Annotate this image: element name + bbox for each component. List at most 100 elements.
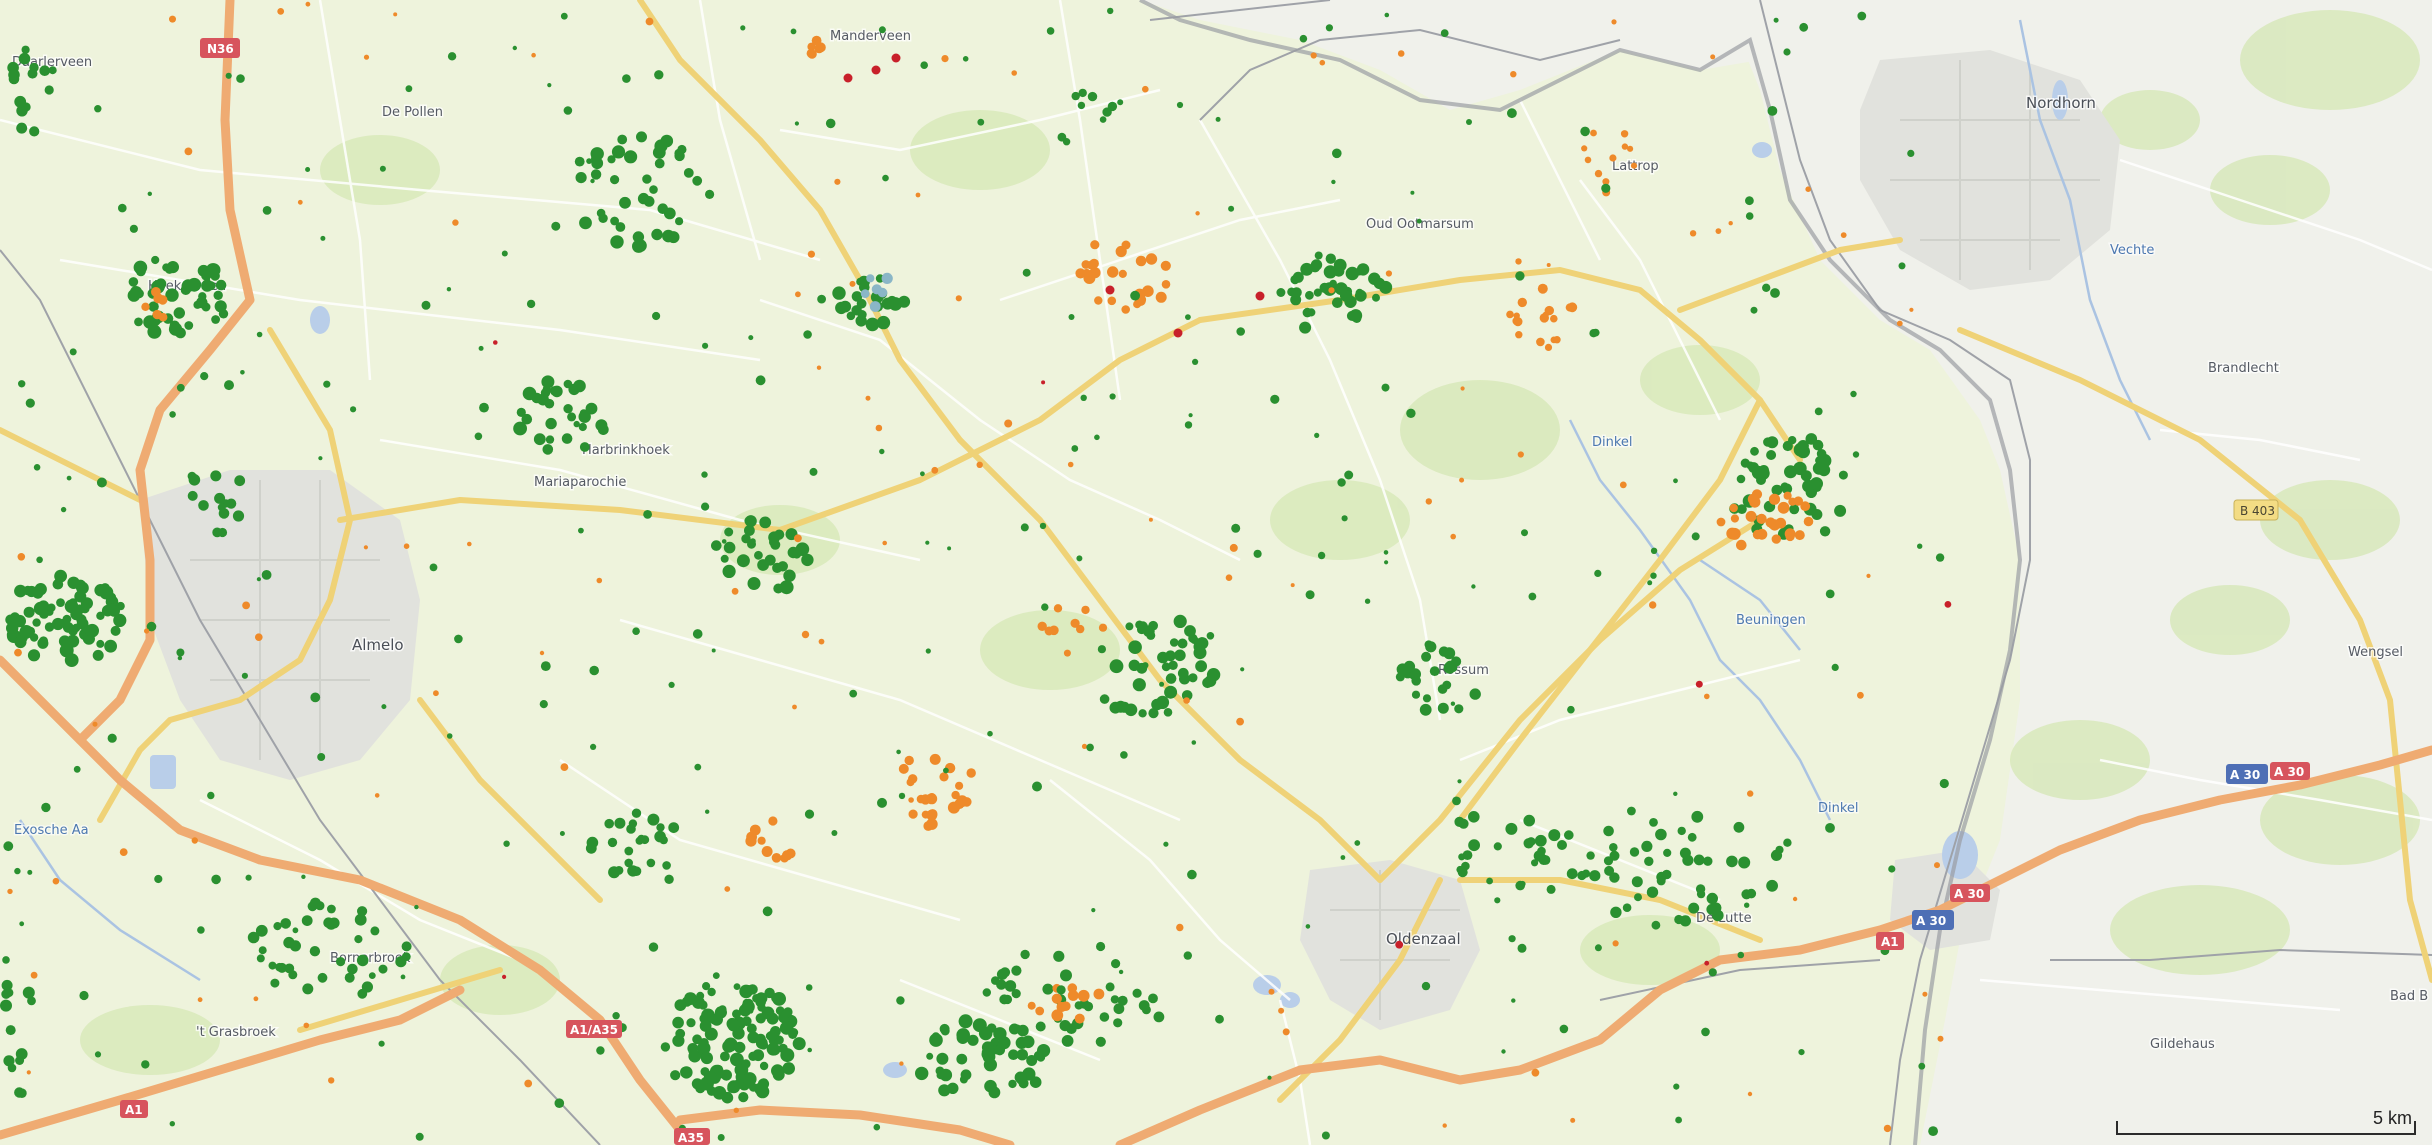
green-marker[interactable] (19, 921, 25, 927)
green-marker[interactable] (513, 421, 527, 436)
green-marker[interactable] (585, 842, 597, 854)
green-marker[interactable] (207, 791, 215, 800)
green-marker[interactable] (1567, 705, 1575, 714)
green-marker[interactable] (1928, 1126, 1938, 1136)
green-marker[interactable] (270, 978, 280, 988)
green-marker[interactable] (1661, 869, 1672, 880)
green-marker[interactable] (1468, 811, 1480, 823)
green-marker[interactable] (915, 1066, 929, 1081)
green-marker[interactable] (27, 869, 33, 875)
orange-marker[interactable] (1328, 287, 1335, 294)
green-marker[interactable] (925, 648, 931, 654)
green-marker[interactable] (1674, 914, 1684, 925)
green-marker[interactable] (1811, 509, 1823, 520)
green-marker[interactable] (962, 56, 969, 62)
green-marker[interactable] (1113, 1018, 1123, 1028)
green-marker[interactable] (590, 169, 602, 180)
green-marker[interactable] (741, 1016, 752, 1027)
orange-marker[interactable] (1397, 50, 1405, 57)
green-marker[interactable] (772, 992, 786, 1006)
green-marker[interactable] (1457, 779, 1462, 784)
green-marker[interactable] (1292, 271, 1304, 283)
green-marker[interactable] (1677, 826, 1686, 836)
orange-marker[interactable] (184, 147, 193, 156)
green-marker[interactable] (67, 576, 80, 589)
green-marker[interactable] (1918, 1062, 1926, 1070)
green-marker[interactable] (169, 1121, 175, 1127)
green-marker[interactable] (1364, 598, 1371, 604)
green-marker[interactable] (575, 172, 587, 184)
blue-marker[interactable] (866, 274, 875, 283)
orange-marker[interactable] (1715, 228, 1722, 235)
orange-marker[interactable] (792, 704, 797, 710)
red-marker[interactable] (502, 974, 507, 980)
green-marker[interactable] (1631, 876, 1643, 888)
green-marker[interactable] (355, 915, 365, 924)
orange-marker[interactable] (1195, 211, 1200, 216)
green-marker[interactable] (327, 904, 336, 914)
green-marker[interactable] (146, 621, 157, 632)
green-marker[interactable] (1589, 329, 1598, 338)
orange-marker[interactable] (1282, 1028, 1290, 1036)
green-marker[interactable] (113, 613, 127, 628)
green-marker[interactable] (988, 1086, 1001, 1099)
orange-marker[interactable] (954, 798, 965, 810)
orange-marker[interactable] (1051, 993, 1062, 1004)
green-marker[interactable] (1118, 969, 1124, 975)
green-marker[interactable] (705, 189, 715, 199)
green-marker[interactable] (1177, 667, 1189, 679)
green-marker[interactable] (1035, 1021, 1046, 1032)
green-marker[interactable] (478, 345, 484, 351)
green-marker[interactable] (247, 931, 260, 944)
green-marker[interactable] (1097, 645, 1106, 654)
green-marker[interactable] (631, 808, 642, 818)
orange-marker[interactable] (1553, 336, 1561, 344)
green-marker[interactable] (611, 145, 626, 159)
green-marker[interactable] (1096, 941, 1106, 952)
green-marker[interactable] (764, 987, 775, 999)
green-marker[interactable] (578, 410, 591, 423)
green-marker[interactable] (684, 992, 697, 1005)
green-marker[interactable] (591, 154, 599, 163)
green-marker[interactable] (747, 577, 761, 590)
green-marker[interactable] (1737, 951, 1745, 959)
green-marker[interactable] (675, 217, 684, 226)
green-marker[interactable] (256, 331, 263, 338)
green-marker[interactable] (1137, 621, 1148, 632)
green-marker[interactable] (1071, 91, 1080, 101)
green-marker[interactable] (596, 1046, 605, 1055)
green-marker[interactable] (301, 874, 306, 879)
green-marker[interactable] (96, 611, 105, 620)
orange-marker[interactable] (524, 1079, 533, 1088)
green-marker[interactable] (1450, 701, 1456, 706)
orange-marker[interactable] (452, 219, 459, 226)
green-marker[interactable] (1798, 1049, 1805, 1056)
green-marker[interactable] (240, 370, 245, 375)
green-marker[interactable] (1138, 709, 1147, 718)
orange-marker[interactable] (328, 1077, 335, 1084)
orange-marker[interactable] (1602, 178, 1610, 186)
green-marker[interactable] (772, 1068, 785, 1081)
green-marker[interactable] (401, 941, 412, 952)
green-marker[interactable] (1060, 969, 1072, 982)
green-marker[interactable] (1508, 935, 1516, 943)
orange-marker[interactable] (875, 424, 883, 432)
orange-marker[interactable] (17, 553, 26, 561)
orange-marker[interactable] (1747, 790, 1754, 797)
green-marker[interactable] (1656, 876, 1666, 886)
green-marker[interactable] (1332, 148, 1342, 159)
green-marker[interactable] (1341, 515, 1348, 522)
green-marker[interactable] (1132, 988, 1142, 998)
green-marker[interactable] (703, 1071, 717, 1084)
green-marker[interactable] (8, 69, 20, 81)
orange-marker[interactable] (865, 395, 871, 401)
orange-marker[interactable] (806, 49, 816, 58)
orange-marker[interactable] (433, 690, 439, 697)
orange-marker[interactable] (1800, 501, 1811, 512)
green-marker[interactable] (414, 904, 419, 910)
green-marker[interactable] (1771, 484, 1783, 496)
green-marker[interactable] (1372, 293, 1380, 302)
blue-marker[interactable] (877, 287, 888, 298)
green-marker[interactable] (1810, 477, 1823, 491)
